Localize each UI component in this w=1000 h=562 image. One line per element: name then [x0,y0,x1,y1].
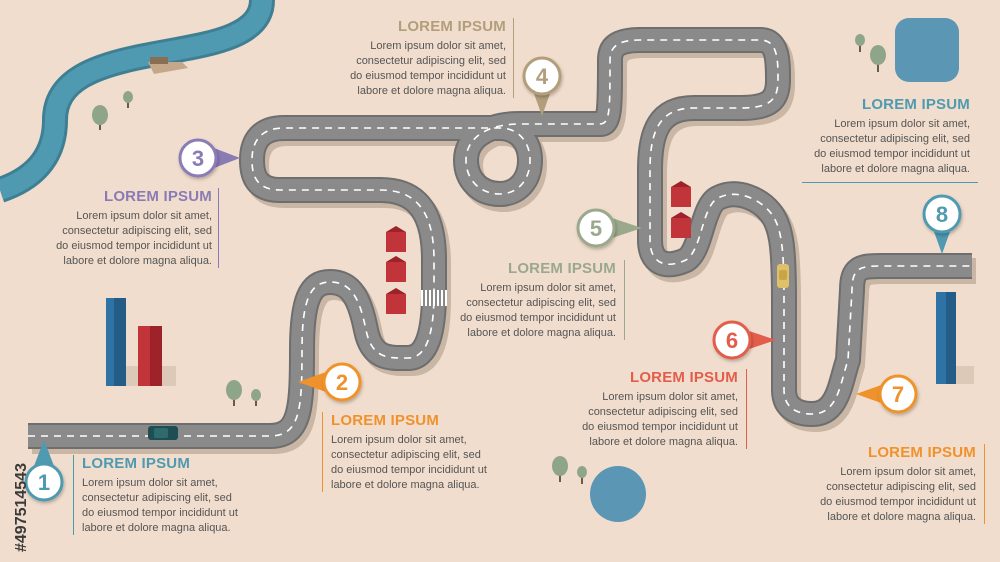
house-icon [386,226,406,252]
milestone-body: Lorem ipsum dolor sit amet, consectetur … [582,391,738,448]
milestone-body: Lorem ipsum dolor sit amet, consectetur … [820,466,976,523]
milestone-badge-1[interactable]: 1 [24,440,64,502]
divider-6 [746,369,747,449]
badge-number: 6 [726,328,738,353]
divider-4 [513,18,514,98]
badge-number: 4 [536,64,549,89]
milestone-text-3: LOREM IPSUM Lorem ipsum dolor sit amet, … [22,188,212,269]
house-icon [671,181,691,207]
river-water [0,0,272,200]
milestone-title: LOREM IPSUM [629,369,738,386]
lake-square [895,18,959,82]
milestone-body: Lorem ipsum dolor sit amet, consectetur … [460,282,616,339]
milestone-badge-5[interactable]: 5 [576,208,642,248]
tree-icon [855,34,865,52]
badge-number: 8 [936,202,948,227]
milestone-title: LOREM IPSUM [507,260,616,277]
badge-number: 2 [336,370,348,395]
milestone-body: Lorem ipsum dolor sit amet, consectetur … [82,477,238,534]
tree-icon [870,45,886,72]
road-center-line [28,39,972,437]
building-right [936,292,974,384]
milestone-text-7: LOREM IPSUM Lorem ipsum dolor sit amet, … [786,444,976,525]
milestone-text-6: LOREM IPSUM Lorem ipsum dolor sit amet, … [548,369,738,450]
house-icon [386,256,406,282]
milestone-body: Lorem ipsum dolor sit amet, consectetur … [331,434,487,491]
tree-icon [123,91,133,108]
milestone-text-4: LOREM IPSUM Lorem ipsum dolor sit amet, … [316,18,506,99]
divider-2 [322,412,323,492]
divider-8 [802,182,978,183]
badge-number: 1 [38,470,50,495]
badge-number: 3 [192,146,204,171]
milestone-badge-8[interactable]: 8 [922,194,962,254]
milestone-badge-7[interactable]: 7 [856,374,918,414]
divider-1 [73,455,74,535]
milestone-title: LOREM IPSUM [867,444,976,461]
divider-3 [218,188,219,268]
divider-5 [624,260,625,340]
milestone-title: LOREM IPSUM [397,18,506,35]
stock-id-text: #497514543 [13,463,30,552]
house-icon [671,212,691,238]
milestone-badge-6[interactable]: 6 [712,320,776,360]
divider-7 [984,444,985,524]
stock-id-watermark: #497514543 [13,463,30,552]
badge-number: 5 [590,216,602,241]
milestone-badge-2[interactable]: 2 [298,362,362,402]
milestone-body: Lorem ipsum dolor sit amet, consectetur … [814,118,970,175]
car-icon [148,426,178,440]
milestone-text-8: LOREM IPSUM Lorem ipsum dolor sit amet, … [780,96,970,177]
milestone-text-2: LOREM IPSUM Lorem ipsum dolor sit amet, … [331,412,521,493]
boat-icon [148,57,188,74]
milestone-text-1: LOREM IPSUM Lorem ipsum dolor sit amet, … [82,455,272,536]
milestone-body: Lorem ipsum dolor sit amet, consectetur … [350,40,506,97]
houses [386,181,691,314]
tree-icon [552,456,568,482]
buildings-left [106,298,176,386]
crosswalk [421,290,447,306]
badge-number: 7 [892,382,904,407]
tree-icon [251,389,261,406]
milestone-title: LOREM IPSUM [331,412,440,429]
milestone-text-5: LOREM IPSUM Lorem ipsum dolor sit amet, … [426,260,616,341]
car-icon [777,264,789,288]
milestone-badge-4[interactable]: 4 [522,56,562,116]
lake-round [590,466,646,522]
house-icon [386,288,406,314]
trees [92,34,886,484]
tree-icon [577,466,587,484]
milestone-badge-3[interactable]: 3 [178,138,240,178]
milestone-body: Lorem ipsum dolor sit amet, consectetur … [56,210,212,267]
milestone-title: LOREM IPSUM [861,96,970,113]
tree-icon [92,105,108,130]
milestone-title: LOREM IPSUM [82,455,191,472]
tree-icon [226,380,242,406]
milestone-title: LOREM IPSUM [103,188,212,205]
